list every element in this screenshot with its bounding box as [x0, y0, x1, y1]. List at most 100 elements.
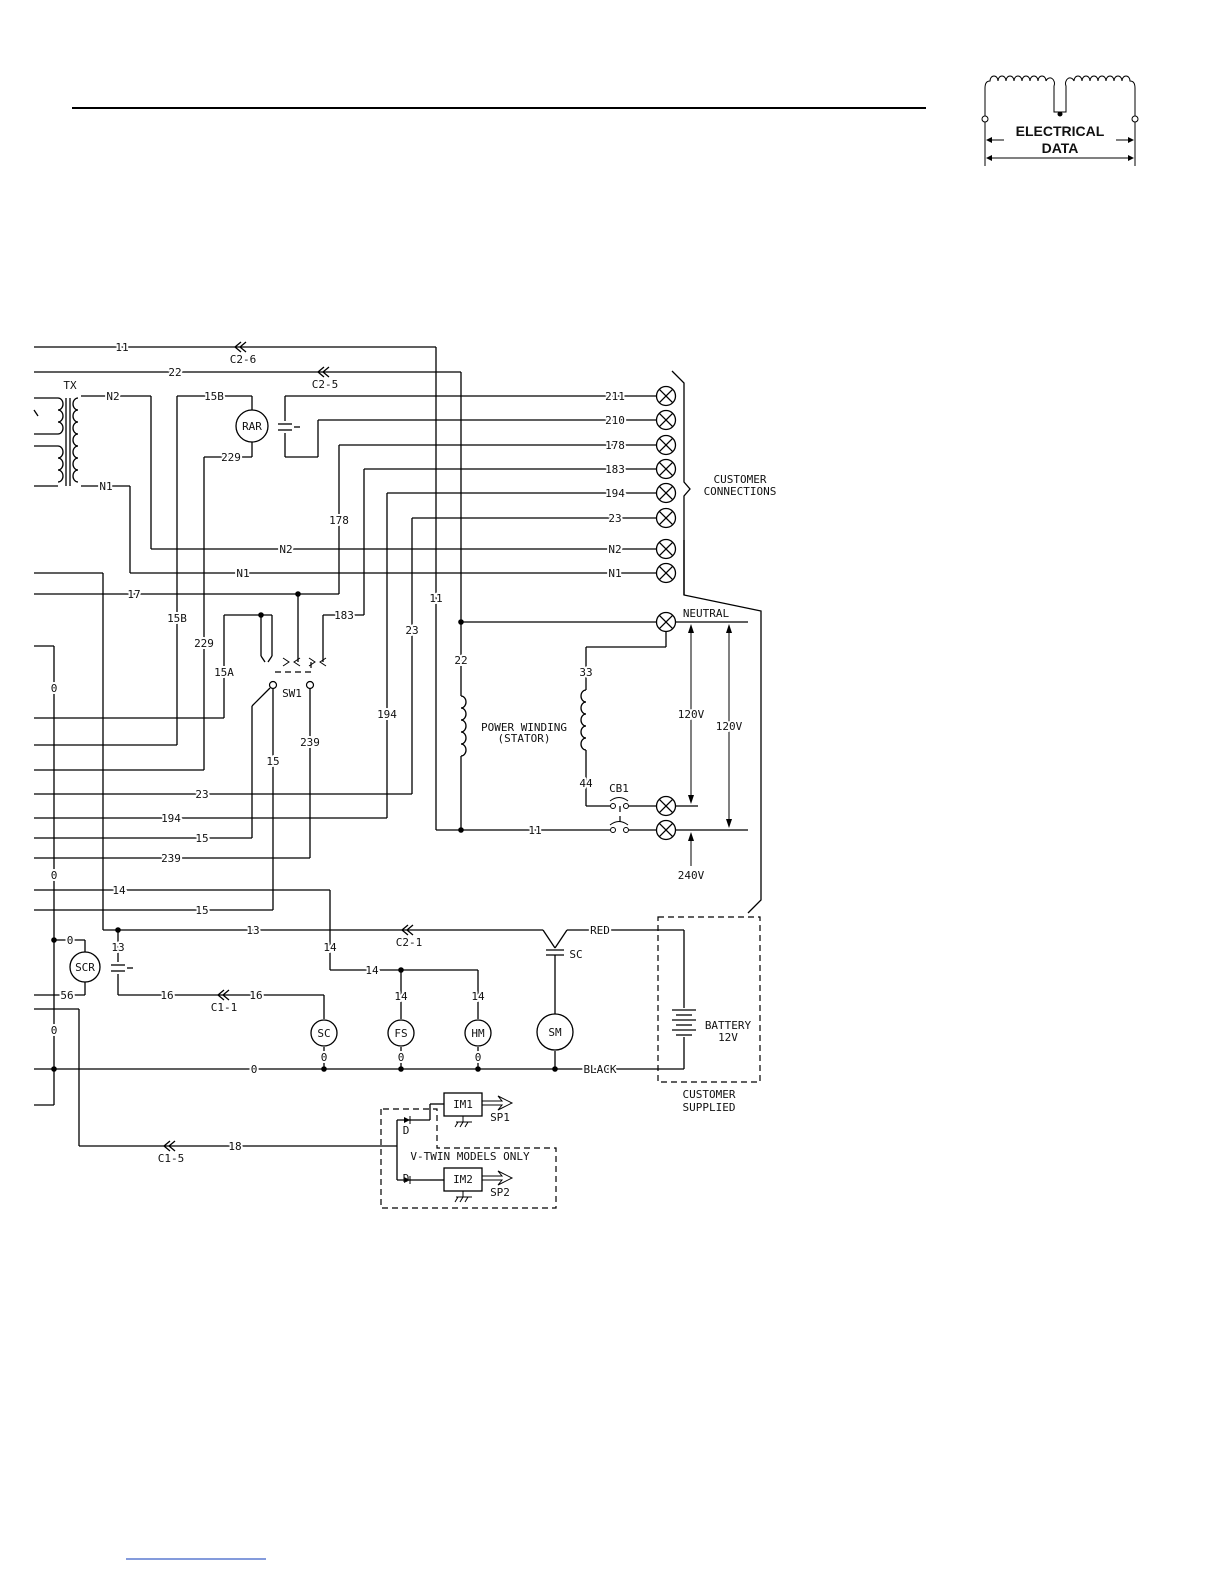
label-n1-right: N1: [608, 567, 621, 580]
label-0-main: 0: [251, 1063, 258, 1076]
label-power-winding-line2: (STATOR): [498, 732, 551, 745]
terminal-23: [655, 507, 677, 529]
connector-labels: C2-6 C2-5 C2-1 C1-1 C1-5: [158, 353, 423, 1165]
label-11-top: 11: [115, 341, 128, 354]
label-23-horizontal: 23: [195, 788, 208, 801]
im2-symbol: [443, 1167, 483, 1192]
label-56: 56: [60, 989, 73, 1002]
label-240v: 240V: [678, 869, 705, 882]
connector-plugs: [163, 341, 414, 1152]
label-13-vertical: 13: [111, 941, 124, 954]
rar-symbol: [235, 409, 269, 443]
label-0-b: 0: [51, 869, 58, 882]
label-rar: RAR: [242, 420, 262, 433]
label-tx: TX: [63, 379, 77, 392]
label-tx-n1: N1: [99, 480, 112, 493]
logo-title: ELECTRICAL: [1016, 123, 1105, 139]
terminal-178: [655, 434, 677, 456]
label-183-vertical: 183: [334, 609, 354, 622]
label-120v-outer: 120V: [716, 720, 743, 733]
label-178: 178: [605, 439, 625, 452]
label-sw1: SW1: [282, 687, 302, 700]
label-194: 194: [605, 487, 625, 500]
label-n2: N2: [279, 543, 292, 556]
component-labels: TX N2 N1 RAR SW1 SCR SC FS HM SM SC CB1 …: [63, 379, 751, 1199]
terminal-n2: [655, 538, 677, 560]
label-23: 23: [608, 512, 621, 525]
fs-symbol: [387, 1019, 415, 1047]
label-17: 17: [127, 588, 140, 601]
label-customer-supplied-line1: CUSTOMER: [683, 1088, 736, 1101]
label-15-vertical: 15: [266, 755, 279, 768]
label-239-horizontal: 239: [161, 852, 181, 865]
label-14-horizontal-2: 14: [365, 964, 379, 977]
terminal-cb1-a: [655, 795, 677, 817]
label-229-top: 229: [221, 451, 241, 464]
label-c1-5: C1-5: [158, 1152, 185, 1165]
label-0-a: 0: [51, 682, 58, 695]
label-14-horizontal: 14: [112, 884, 126, 897]
electrical-data-logo: ELECTRICAL DATA: [981, 75, 1139, 166]
label-0-d: 0: [51, 1024, 58, 1037]
sc-solenoid-symbol: [310, 1019, 338, 1047]
label-13: 13: [246, 924, 259, 937]
label-n1: N1: [236, 567, 249, 580]
label-194-vertical: 194: [377, 708, 397, 721]
label-22-vertical: 22: [454, 654, 467, 667]
label-red: RED: [590, 924, 610, 937]
label-battery-line2: 12V: [718, 1031, 738, 1044]
label-n2-right: N2: [608, 543, 621, 556]
label-33: 33: [579, 666, 592, 679]
sm-symbol: [536, 1013, 574, 1051]
label-d2: D: [403, 1172, 410, 1185]
terminal-211: [655, 385, 677, 407]
label-customer-connections-line2: CONNECTIONS: [704, 485, 777, 498]
label-scr: SCR: [75, 961, 95, 974]
label-14-fs: 14: [394, 990, 408, 1003]
label-15a: 15A: [214, 666, 234, 679]
label-11-horizontal: 11: [528, 824, 541, 837]
label-v-twin: V-TWIN MODELS ONLY: [410, 1150, 530, 1163]
label-0-hm: 0: [475, 1051, 482, 1064]
terminal-cb1-b: [655, 819, 677, 841]
label-183: 183: [605, 463, 625, 476]
label-14-hm: 14: [471, 990, 485, 1003]
label-44: 44: [579, 777, 593, 790]
label-sp2: SP2: [490, 1186, 510, 1199]
terminal-neutral: [655, 611, 677, 633]
label-c2-1: C2-1: [396, 936, 423, 949]
label-194-horizontal: 194: [161, 812, 181, 825]
label-15b-top: 15B: [204, 390, 224, 403]
terminal-block: [655, 385, 677, 841]
label-sc-circle: SC: [317, 1027, 330, 1040]
label-11-vertical: 11: [429, 592, 442, 605]
junction-dots: [51, 591, 558, 1072]
label-229-vertical: 229: [194, 637, 214, 650]
logo-subtitle: DATA: [1042, 140, 1079, 156]
label-sp1: SP1: [490, 1111, 510, 1124]
label-sc-contact: SC: [569, 948, 582, 961]
label-0-fs: 0: [398, 1051, 405, 1064]
label-23-vertical: 23: [405, 624, 418, 637]
label-120v-inner: 120V: [678, 708, 705, 721]
label-black: BLACK: [583, 1063, 616, 1076]
label-15-horizontal: 15: [195, 832, 208, 845]
label-15-horizontal-2: 15: [195, 904, 208, 917]
label-customer-connections-line1: CUSTOMER: [714, 473, 767, 486]
label-c1-1: C1-1: [211, 1001, 238, 1014]
label-fs-circle: FS: [394, 1027, 407, 1040]
wire-labels: 11 22 15B 229 211 210 178 183 194 23 N2 …: [49, 339, 628, 1155]
label-im1: IM1: [453, 1098, 473, 1111]
label-14-vertical: 14: [323, 941, 337, 954]
wires: [33, 346, 762, 1209]
im1-symbol: [443, 1092, 483, 1117]
voltage-labels: 120V 120V 240V: [676, 706, 745, 882]
label-c2-5: C2-5: [312, 378, 339, 391]
label-16-a: 16: [160, 989, 173, 1002]
label-15b-vertical: 15B: [167, 612, 187, 625]
label-hm-circle: HM: [471, 1027, 485, 1040]
label-customer-supplied-line2: SUPPLIED: [683, 1101, 736, 1114]
terminal-n1: [655, 562, 677, 584]
components: [69, 409, 574, 1192]
